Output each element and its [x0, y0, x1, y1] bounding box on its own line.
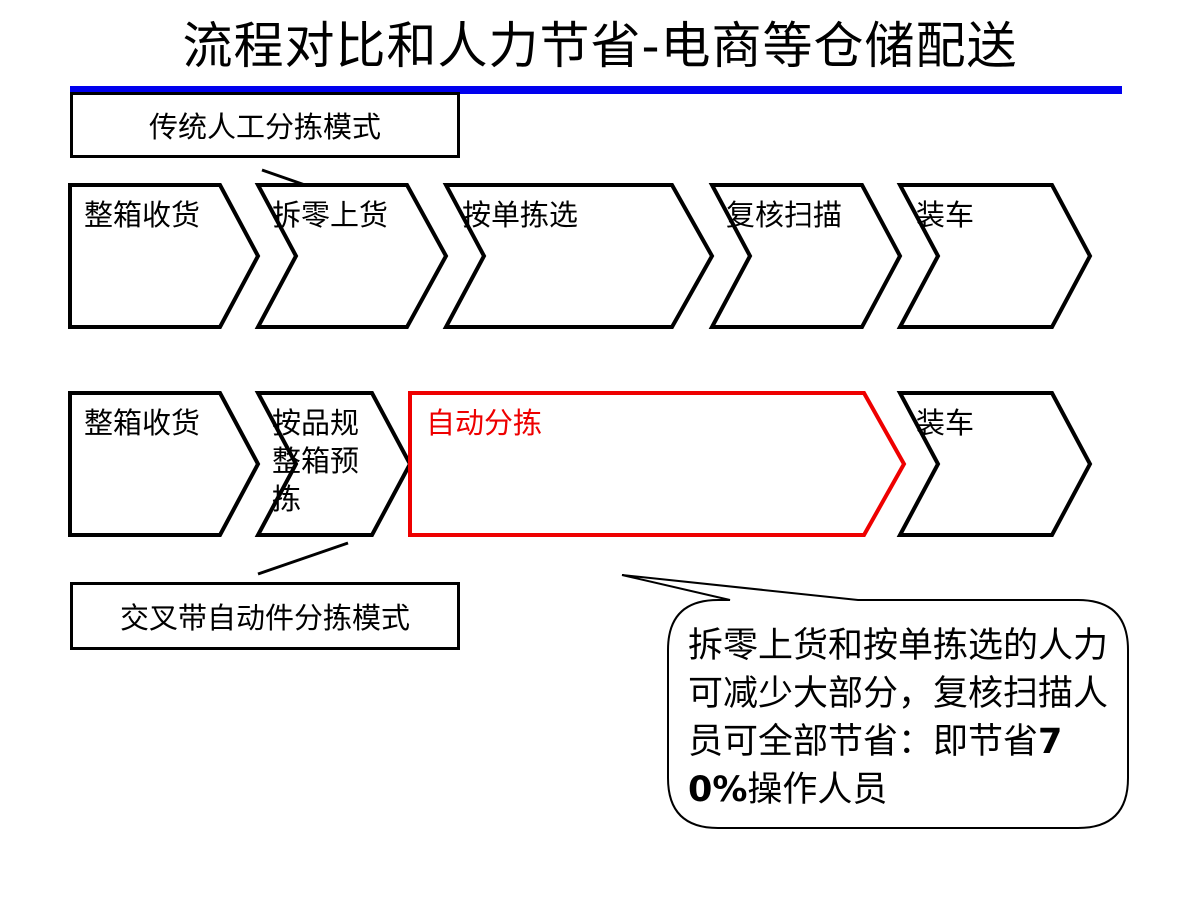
- traditional-step-3-label: 按单拣选: [462, 198, 579, 232]
- slide-title: 流程对比和人力节省-电商等仓储配送: [182, 17, 1018, 75]
- traditional-step-2-chevron: [254, 183, 449, 329]
- traditional-step-3-chevron: [442, 183, 715, 329]
- traditional-step-2-label: 拆零上货: [272, 198, 389, 232]
- traditional-step-5-label: 装车: [916, 198, 975, 232]
- traditional-step-5-chevron: [896, 183, 1093, 329]
- automated-mode-label: 交叉带自动件分拣模式: [70, 582, 460, 650]
- automated-step-2-chevron: [254, 391, 413, 537]
- title-divider: [70, 86, 1122, 94]
- traditional-step-1-chevron: [68, 183, 261, 329]
- traditional-connector: [261, 168, 306, 187]
- automated-step-4-label: 装车: [916, 406, 975, 440]
- automated-step-3-label: 自动分拣: [426, 406, 543, 440]
- traditional-step-4-label: 复核扫描: [726, 198, 843, 232]
- callout-text-suffix: 操作人员: [747, 770, 888, 810]
- automated-connector: [257, 541, 349, 576]
- callout-bubble: [621, 574, 1129, 829]
- automated-step-3-chevron: [408, 391, 907, 537]
- callout-text: 拆零上货和按单拣选的人力可减少大部分，复核扫描人员可全部节省：即节省70%操作人…: [688, 622, 1108, 814]
- automated-step-2-label: 按品规整箱预拣: [272, 406, 360, 516]
- automated-step-4-chevron: [896, 391, 1093, 537]
- callout-text-prefix: 拆零上货和按单拣选的人力可减少大部分，复核扫描人员可全部节省：即节省: [688, 626, 1109, 762]
- callout-savings-percent: 70%: [688, 722, 1063, 810]
- automated-step-1-label: 整箱收货: [84, 406, 201, 440]
- traditional-step-1-label: 整箱收货: [84, 198, 201, 232]
- traditional-mode-label: 传统人工分拣模式: [70, 92, 460, 158]
- automated-step-1-chevron: [68, 391, 261, 537]
- traditional-step-4-chevron: [708, 183, 903, 329]
